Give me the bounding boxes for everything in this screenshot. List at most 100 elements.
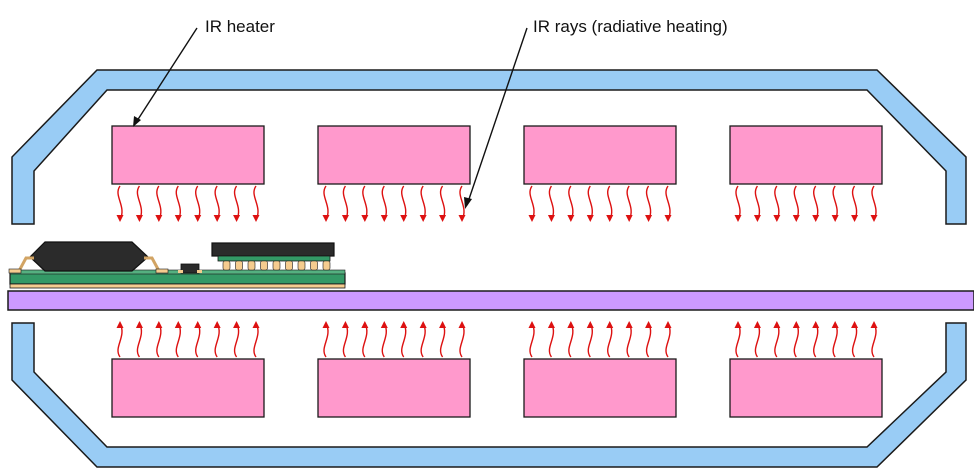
rays-callout-line [466, 27, 528, 206]
chamber-bottom-wall [11, 322, 967, 468]
ir-ray-path [626, 185, 632, 221]
ir-ray-path [568, 185, 574, 221]
ir-ray-arrowhead [773, 215, 781, 222]
bga-ball [235, 260, 243, 271]
ir-ray [135, 185, 143, 222]
ir-ray [155, 185, 163, 222]
ir-ray-arrowhead [753, 321, 761, 328]
ir-ray-path [832, 322, 838, 358]
pcb-assembly [8, 241, 346, 289]
ir-ray-path [774, 185, 780, 221]
ir-ray-arrowhead [547, 215, 555, 222]
ir-ray-arrowhead [194, 321, 202, 328]
ir-ray-path [754, 185, 761, 221]
ir-ray [252, 185, 260, 222]
ir-ray-arrowhead [664, 321, 672, 328]
ir-ray-path [665, 185, 671, 221]
ir-ray [645, 321, 653, 358]
ir-ray-path [832, 185, 838, 221]
ir-ray-path [645, 322, 652, 358]
ir-ray-arrowhead [194, 215, 202, 222]
ir-ray-path [362, 322, 368, 358]
ir-ray [361, 321, 369, 358]
ir-ray-arrowhead [792, 215, 800, 222]
bga-ball [285, 260, 293, 271]
ir-heater [729, 125, 883, 185]
ir-ray-path [253, 185, 259, 221]
ir-heater [317, 125, 471, 185]
ir-ray-arrowhead [439, 321, 447, 328]
ir-ray-path [323, 322, 329, 358]
bga-solder-balls [222, 260, 331, 271]
ir-ray-path [665, 322, 671, 358]
ir-ray-arrowhead [233, 215, 241, 222]
ir-ray-arrowhead [831, 215, 839, 222]
ir-ray-arrowhead [252, 215, 260, 222]
ir-ray-arrowhead [606, 215, 614, 222]
ir-ray [734, 321, 742, 358]
ir-ray-arrowhead [567, 321, 575, 328]
ir-ray [586, 321, 594, 358]
ir-heater [317, 358, 471, 418]
ir-ray [528, 185, 536, 222]
ir-ray [458, 321, 466, 358]
ir-ray [213, 185, 221, 222]
ir-ray-arrowhead [734, 321, 742, 328]
ir-ray [116, 321, 124, 358]
conveyor-belt [7, 290, 974, 311]
ir-ray-arrowhead [567, 215, 575, 222]
chamber-top-wall [11, 69, 967, 225]
ir-ray-arrowhead [851, 321, 859, 328]
ir-ray-arrowhead [625, 215, 633, 222]
ir-ray [116, 185, 124, 222]
ir-ray-path [175, 322, 181, 358]
ir-ray-path [587, 185, 593, 221]
ir-ray-arrowhead [586, 321, 594, 328]
ir-ray-arrowhead [528, 321, 536, 328]
ir-ray-arrowhead [812, 215, 820, 222]
ir-ray-path [459, 322, 465, 358]
ir-ray-arrowhead [252, 321, 260, 328]
ir-ray-path [323, 185, 329, 221]
ir-ray-arrowhead [380, 321, 388, 328]
ir-ray [664, 321, 672, 358]
ir-ray [606, 185, 614, 222]
ir-ray-path [548, 322, 555, 358]
ir-ray-arrowhead [458, 321, 466, 328]
ir-ray-path [401, 185, 407, 221]
bga-substrate [217, 255, 331, 262]
ir-ray-path [381, 185, 387, 221]
ir-ray-path [253, 322, 259, 358]
pcb-copper-bottom [9, 283, 346, 289]
ir-ray-path [342, 322, 349, 358]
solder-pad [155, 268, 169, 274]
heater-callout-arrowhead [133, 116, 141, 127]
ir-ray [252, 321, 260, 358]
bga-ball [297, 260, 306, 271]
ir-ray-path [774, 322, 780, 358]
ir-ray [645, 185, 653, 222]
ir-ray-path [871, 322, 877, 358]
ir-ray-path [548, 185, 555, 221]
ir-ray [233, 185, 241, 222]
pcb-board [9, 272, 346, 285]
ir-ray-path [233, 185, 240, 221]
ir-ray-path [754, 322, 761, 358]
ir-ray-arrowhead [361, 215, 369, 222]
ir-ray-arrowhead [625, 321, 633, 328]
ir-ray-path [136, 185, 143, 221]
ir-ray-arrowhead [831, 321, 839, 328]
ir-ray [664, 185, 672, 222]
ir-ray-path [735, 185, 741, 221]
ir-ray-path [851, 185, 858, 221]
ir-ray [734, 185, 742, 222]
ir-ray-arrowhead [547, 321, 555, 328]
ir-ray [458, 185, 466, 222]
ir-ray-arrowhead [341, 215, 349, 222]
ir-ray [341, 321, 349, 358]
ir-ray-arrowhead [380, 215, 388, 222]
bga-ball [322, 260, 331, 271]
ir-ray [419, 321, 427, 358]
ir-ray-arrowhead [734, 215, 742, 222]
ir-ray-arrowhead [174, 215, 182, 222]
